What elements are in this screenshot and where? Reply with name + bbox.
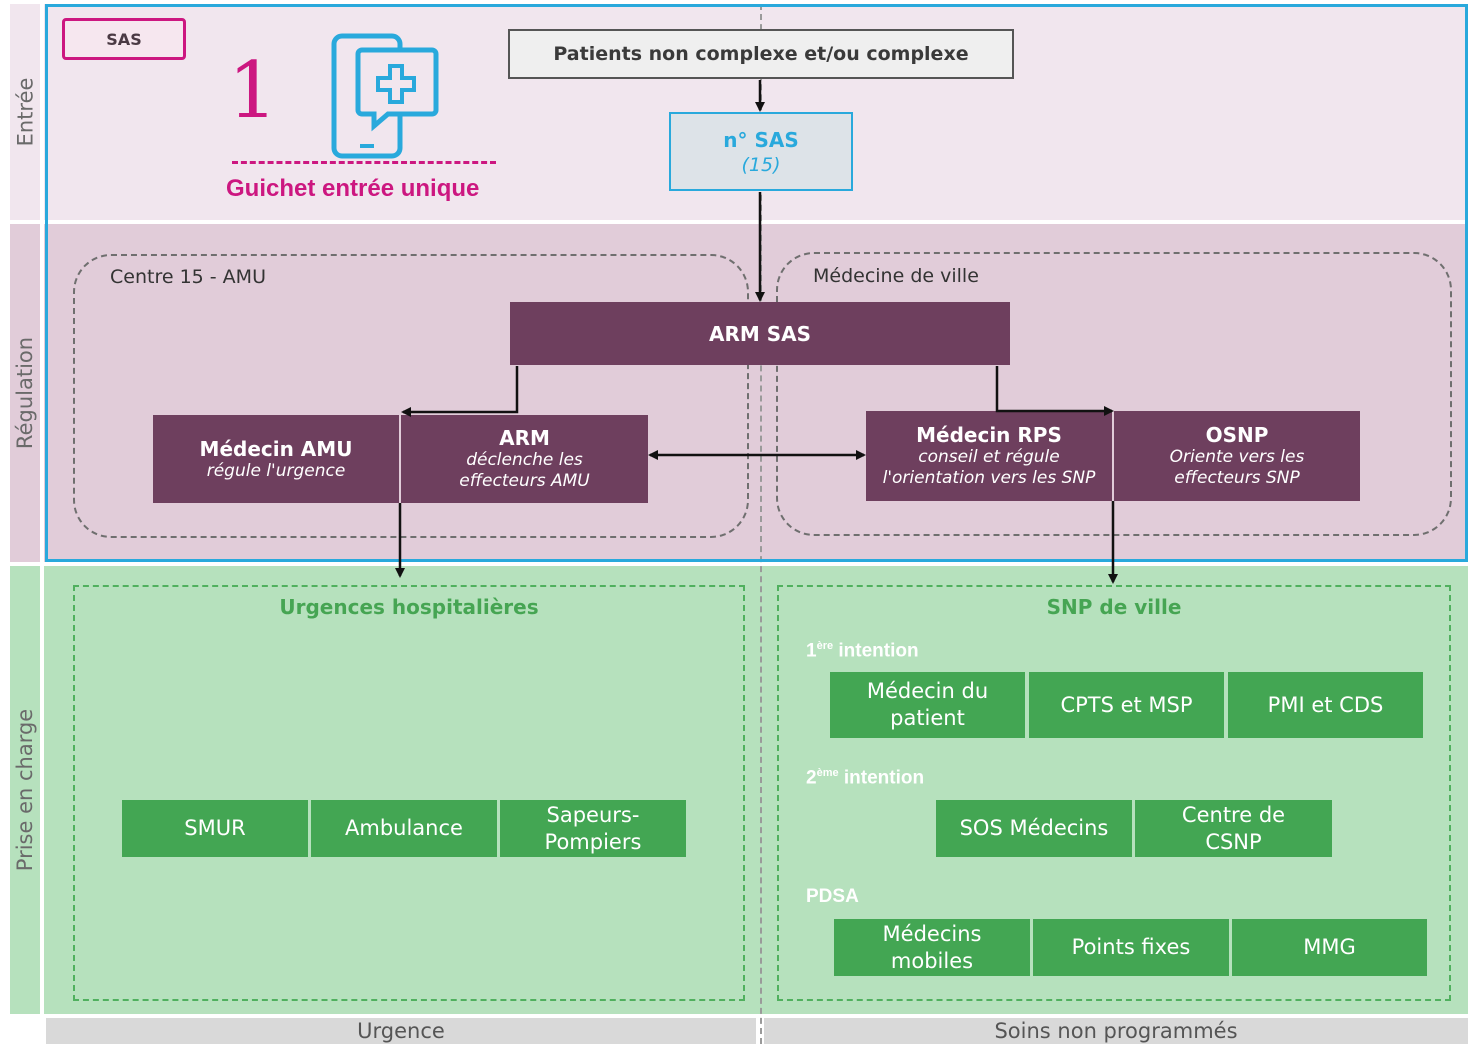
arrow-arm-sas-to-rps (995, 366, 1114, 416)
pdsa-label: PDSA (806, 886, 859, 907)
arm-sas-box: ARM SAS (510, 302, 1010, 365)
snp-item-centre-csnp: Centre de CSNP (1135, 800, 1332, 857)
medecin-rps-sub-2: l'orientation vers les SNP (882, 468, 1096, 488)
medecin-amu-sub: régule l'urgence (206, 460, 346, 481)
urgences-panel (73, 585, 745, 1001)
sas-outline (45, 4, 1468, 562)
patients-box-label: Patients non complexe et/ou complexe (553, 43, 969, 65)
osnp-box: OSNP Oriente vers les effecteurs SNP (1114, 411, 1360, 501)
arm-box: ARM déclenche les effecteurs AMU (401, 415, 648, 503)
first-intention-label: 1ère intention (806, 640, 919, 662)
medecin-rps-title: Médecin RPS (916, 423, 1062, 447)
medecin-amu-box: Médecin AMU régule l'urgence (153, 415, 399, 503)
footer-snp: Soins non programmés (764, 1018, 1468, 1044)
sas-number-box: n° SAS (15) (669, 112, 853, 191)
medecine-ville-label: Médecine de ville (813, 265, 979, 287)
label-column-divider (40, 4, 44, 1014)
arm-sub-2: effecteurs AMU (459, 471, 590, 491)
medecin-rps-sub-1: conseil et régule (918, 447, 1060, 467)
sas-number-sub: (15) (741, 153, 781, 176)
osnp-title: OSNP (1205, 423, 1269, 447)
arm-sas-label: ARM SAS (708, 321, 812, 346)
footer-snp-label: Soins non programmés (994, 1019, 1238, 1043)
centre15-panel (73, 254, 749, 538)
sas-tag-label: SAS (106, 29, 142, 49)
snp-item-centre-csnp-label: Centre de CSNP (1181, 802, 1286, 854)
guichet-label: Guichet entrée unique (226, 175, 480, 202)
center-divider (760, 4, 762, 1044)
phone-medical-icon (330, 32, 440, 162)
urgence-item-ambulance: Ambulance (311, 800, 497, 857)
urgence-item-pompiers: Sapeurs-Pompiers (500, 800, 686, 857)
snp-item-pmi-cds: PMI et CDS (1228, 672, 1423, 738)
pdsa-item-medecins-mobiles-label: Médecins mobiles (882, 921, 982, 973)
arm-sub-1: déclenche les (466, 450, 583, 470)
second-intention-label: 2ème intention (806, 767, 925, 789)
urgence-item-ambulance-label: Ambulance (345, 816, 463, 840)
pdsa-item-mmg: MMG (1232, 919, 1427, 976)
pdsa-item-points-fixes: Points fixes (1033, 919, 1229, 976)
osnp-sub-2: effecteurs SNP (1174, 468, 1300, 488)
osnp-sub-1: Oriente vers les (1169, 447, 1305, 467)
snp-title: SNP de ville (1046, 595, 1182, 619)
arrow-arm-sas-to-amu (401, 366, 519, 417)
sas-tag: SAS (62, 18, 186, 60)
snp-item-medecin-patient-label: Médecin du patient (866, 679, 989, 730)
footer-urgence-label: Urgence (357, 1019, 445, 1043)
medecin-amu-title: Médecin AMU (199, 436, 353, 461)
urgence-item-pompiers-label: Sapeurs-Pompiers (544, 802, 642, 854)
step-number: 1 (228, 46, 278, 136)
centre15-label: Centre 15 - AMU (110, 266, 266, 288)
sas-number-title: n° SAS (723, 127, 799, 152)
arm-title: ARM (499, 426, 550, 450)
pdsa-item-medecins-mobiles: Médecins mobiles (834, 919, 1030, 976)
medecin-rps-box: Médecin RPS conseil et régule l'orientat… (866, 411, 1112, 501)
pdsa-item-mmg-label: MMG (1303, 935, 1356, 959)
urgence-item-smur-label: SMUR (184, 816, 246, 840)
pdsa-item-points-fixes-label: Points fixes (1071, 935, 1191, 959)
snp-item-sos-medecins-label: SOS Médecins (959, 816, 1109, 840)
snp-item-pmi-cds-label: PMI et CDS (1267, 692, 1384, 717)
snp-item-cpts-msp: CPTS et MSP (1029, 672, 1224, 738)
patients-box: Patients non complexe et/ou complexe (508, 29, 1014, 79)
urgences-title: Urgences hospitalières (279, 595, 539, 619)
snp-panel (777, 585, 1451, 1001)
urgence-item-smur: SMUR (122, 800, 308, 857)
snp-item-cpts-msp-label: CPTS et MSP (1060, 692, 1193, 717)
guichet-underline (232, 161, 496, 164)
snp-item-medecin-patient: Médecin du patient (830, 672, 1025, 738)
snp-item-sos-medecins: SOS Médecins (936, 800, 1132, 857)
footer-urgence: Urgence (46, 1018, 756, 1044)
